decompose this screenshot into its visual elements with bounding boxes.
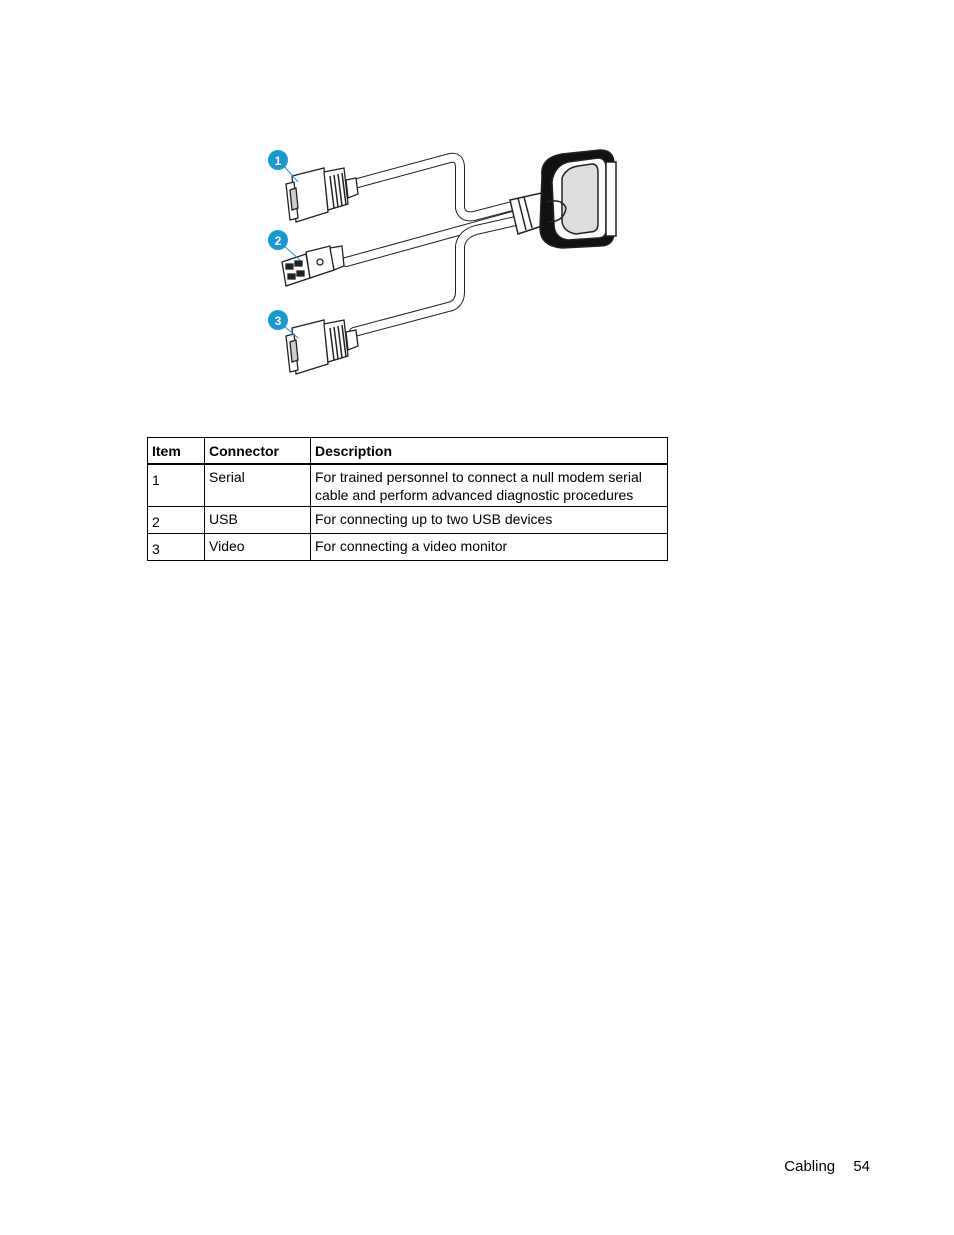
header-item: Item <box>147 437 205 465</box>
header-description: Description <box>310 437 668 465</box>
callout-2-label: 2 <box>275 234 282 248</box>
cell-description: For connecting up to two USB devices <box>310 506 668 534</box>
header-connector: Connector <box>204 437 311 465</box>
footer-section: Cabling <box>784 1158 836 1175</box>
callout-3: 3 <box>268 310 288 330</box>
cable-diagram: 1 2 3 <box>268 149 617 375</box>
cell-item: 3 <box>147 533 205 561</box>
table-row: 3 Video For connecting a video monitor <box>147 533 668 561</box>
cell-connector: USB <box>204 506 311 534</box>
cell-connector: Serial <box>204 463 311 507</box>
main-connector <box>539 149 617 249</box>
cell-description: For connecting a video monitor <box>310 533 668 561</box>
table-header-row: Item Connector Description <box>147 437 668 465</box>
callout-2: 2 <box>268 230 288 250</box>
connector-table: Item Connector Description 1 Serial For … <box>147 437 668 561</box>
video-connector <box>285 319 359 375</box>
serial-connector <box>285 167 359 223</box>
page-footer: Cabling 54 <box>784 1158 870 1175</box>
page-number: 54 <box>853 1158 870 1175</box>
cell-item: 1 <box>147 463 205 507</box>
table-row: 1 Serial For trained personnel to connec… <box>147 463 668 507</box>
cell-description: For trained personnel to connect a null … <box>310 463 668 507</box>
usb-connector <box>281 245 345 287</box>
callout-3-label: 3 <box>275 314 282 328</box>
table-row: 2 USB For connecting up to two USB devic… <box>147 506 668 534</box>
cell-item: 2 <box>147 506 205 534</box>
cell-connector: Video <box>204 533 311 561</box>
callout-1-label: 1 <box>275 154 282 168</box>
cable-illustration: 1 2 3 <box>262 142 622 378</box>
callout-1: 1 <box>268 150 288 170</box>
